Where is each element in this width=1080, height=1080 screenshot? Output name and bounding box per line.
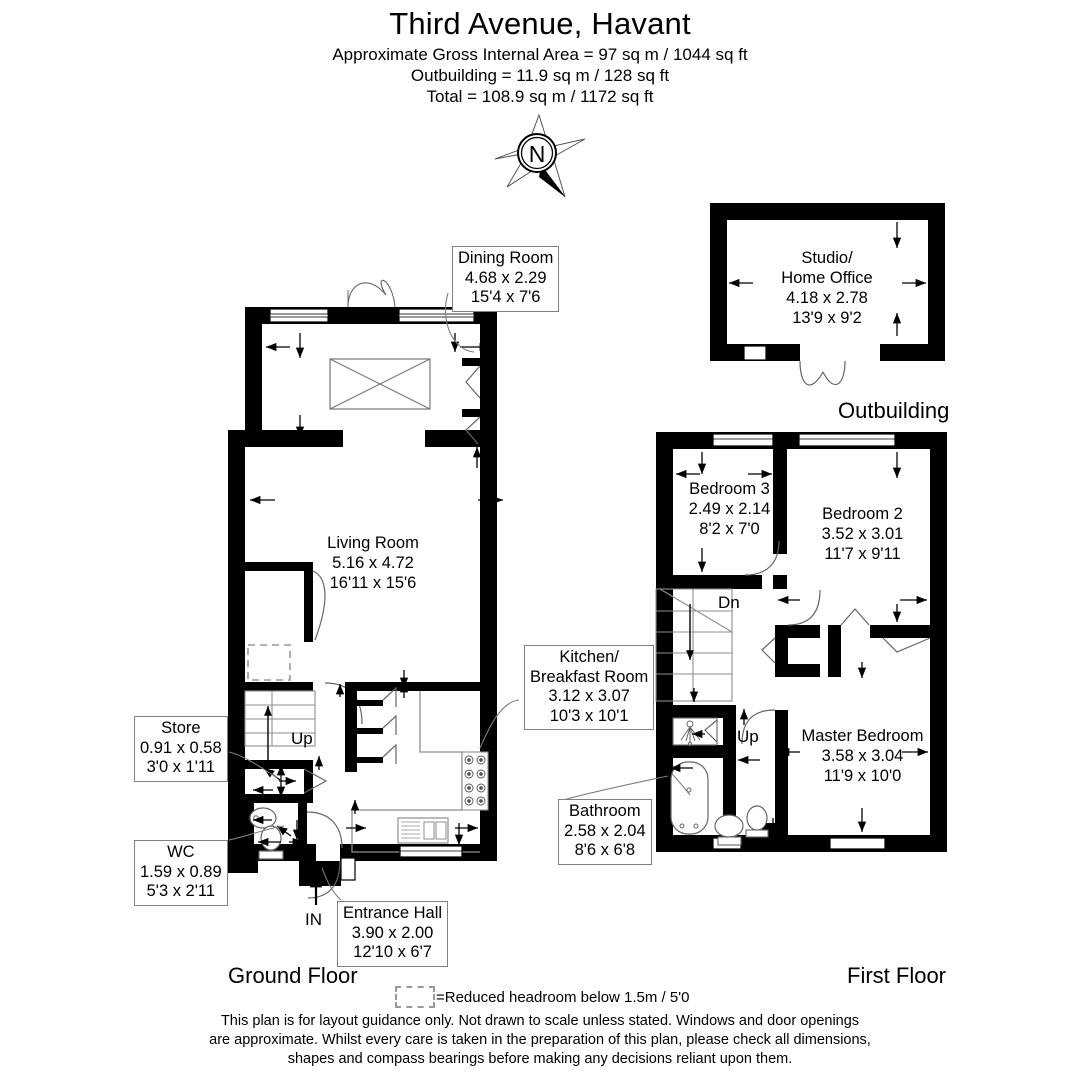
outbuilding-label: Outbuilding [838,398,950,423]
area-outbuilding: Outbuilding = 11.9 sq m / 128 sq ft [410,66,670,85]
bedroom3-name: Bedroom 3 [689,480,770,498]
legend-dashed-box-icon [395,986,435,1008]
living-room-name: Living Room [327,534,419,552]
label-studio: Studio/ Home Office 4.18 x 2.78 13'9 x 9… [762,248,892,328]
label-master-bedroom: Master Bedroom 3.58 x 3.04 11'9 x 10'0 [790,726,935,786]
callout-entrance-hall: Entrance Hall 3.90 x 2.00 12'10 x 6'7 [337,901,449,967]
label-bedroom-3: Bedroom 3 2.49 x 2.14 8'2 x 7'0 [672,479,787,539]
disclaimer-line-1: This plan is for layout guidance only. N… [220,1013,860,1029]
wc-imperial: 5'3 x 2'11 [146,882,216,900]
outbuilding-plan [710,203,945,386]
dining-room-imperial: 15'4 x 7'6 [470,288,541,306]
entrance-in-label: IN [305,910,322,929]
bedroom2-name: Bedroom 2 [822,505,903,523]
bedroom3-imperial: 8'2 x 7'0 [699,520,760,538]
area-gross-internal: Approximate Gross Internal Area = 97 sq … [332,45,748,64]
master-metric: 3.58 x 3.04 [821,747,904,765]
wc-name: WC [167,843,195,861]
callout-kitchen: Kitchen/ Breakfast Room 3.12 x 3.07 10'3… [524,645,655,730]
dining-room-metric: 4.68 x 2.29 [464,268,547,287]
bedroom2-metric: 3.52 x 3.01 [821,525,904,543]
ground-floor-plan: Up IN [228,279,520,929]
living-room-metric: 5.16 x 4.72 [332,554,414,572]
callout-wc: WC 1.59 x 0.89 5'3 x 2'11 [134,840,228,906]
stairs-up-label-first: Up [737,727,759,746]
area-total: Total = 108.9 sq m / 1172 sq ft [426,87,654,106]
kitchen-name-line2: Breakfast Room [530,667,649,686]
entrance-hall-name: Entrance Hall [343,904,443,922]
store-name: Store [161,719,201,737]
disclaimer-line-3: shapes and compass bearings before makin… [287,1051,793,1067]
compass-north-label: N [529,141,546,167]
callout-store: Store 0.91 x 0.58 3'0 x 1'11 [134,716,228,782]
ground-floor-label: Ground Floor [228,963,358,988]
callout-bathroom: Bathroom 2.58 x 2.04 8'6 x 6'8 [558,799,652,865]
living-room-imperial: 16'11 x 15'6 [329,574,417,592]
wc-metric: 1.59 x 0.89 [140,862,222,881]
bathroom-imperial: 8'6 x 6'8 [574,841,636,859]
dining-room-name: Dining Room [458,249,554,267]
bedroom3-metric: 2.49 x 2.14 [688,500,771,518]
label-living-room: Living Room 5.16 x 4.72 16'11 x 15'6 [303,533,443,593]
studio-imperial: 13'9 x 9'2 [792,309,862,327]
studio-metric: 4.18 x 2.78 [786,289,868,307]
compass-north-star-icon: N [487,113,597,203]
legend-text: =Reduced headroom below 1.5m / 5'0 [436,988,690,1006]
kitchen-name-line1: Kitchen/ [559,648,619,666]
disclaimer-line-2: are approximate. Whilst every care is ta… [209,1032,871,1048]
bathroom-name: Bathroom [569,802,641,820]
kitchen-metric: 3.12 x 3.07 [548,687,630,705]
master-name: Master Bedroom [801,727,924,745]
label-bedroom-2: Bedroom 2 3.52 x 3.01 11'7 x 9'11 [800,504,925,564]
entrance-hall-metric: 3.90 x 2.00 [351,923,434,942]
kitchen-imperial: 10'3 x 10'1 [549,706,629,725]
store-metric: 0.91 x 0.58 [140,738,222,757]
first-floor-label: First Floor [847,963,946,988]
stairs-down-label-first: Dn [718,593,740,612]
entrance-hall-imperial: 12'10 x 6'7 [353,943,432,961]
bathroom-metric: 2.58 x 2.04 [564,821,646,840]
stairs-up-label-ground: Up [291,729,313,748]
bedroom2-imperial: 11'7 x 9'11 [824,545,901,563]
legend-reduced-headroom: =Reduced headroom below 1.5m / 5'0 [395,986,689,1008]
studio-name-line2: Home Office [781,269,873,287]
first-floor-plan: Dn Up [562,432,947,852]
master-imperial: 11'9 x 10'0 [823,767,902,785]
callout-dining-room: Dining Room 4.68 x 2.29 15'4 x 7'6 [452,246,560,312]
page-title: Third Avenue, Havant [389,6,691,41]
disclaimer: This plan is for layout guidance only. N… [0,1012,1080,1069]
studio-name-line1: Studio/ [801,249,853,267]
store-imperial: 3'0 x 1'11 [146,758,216,776]
